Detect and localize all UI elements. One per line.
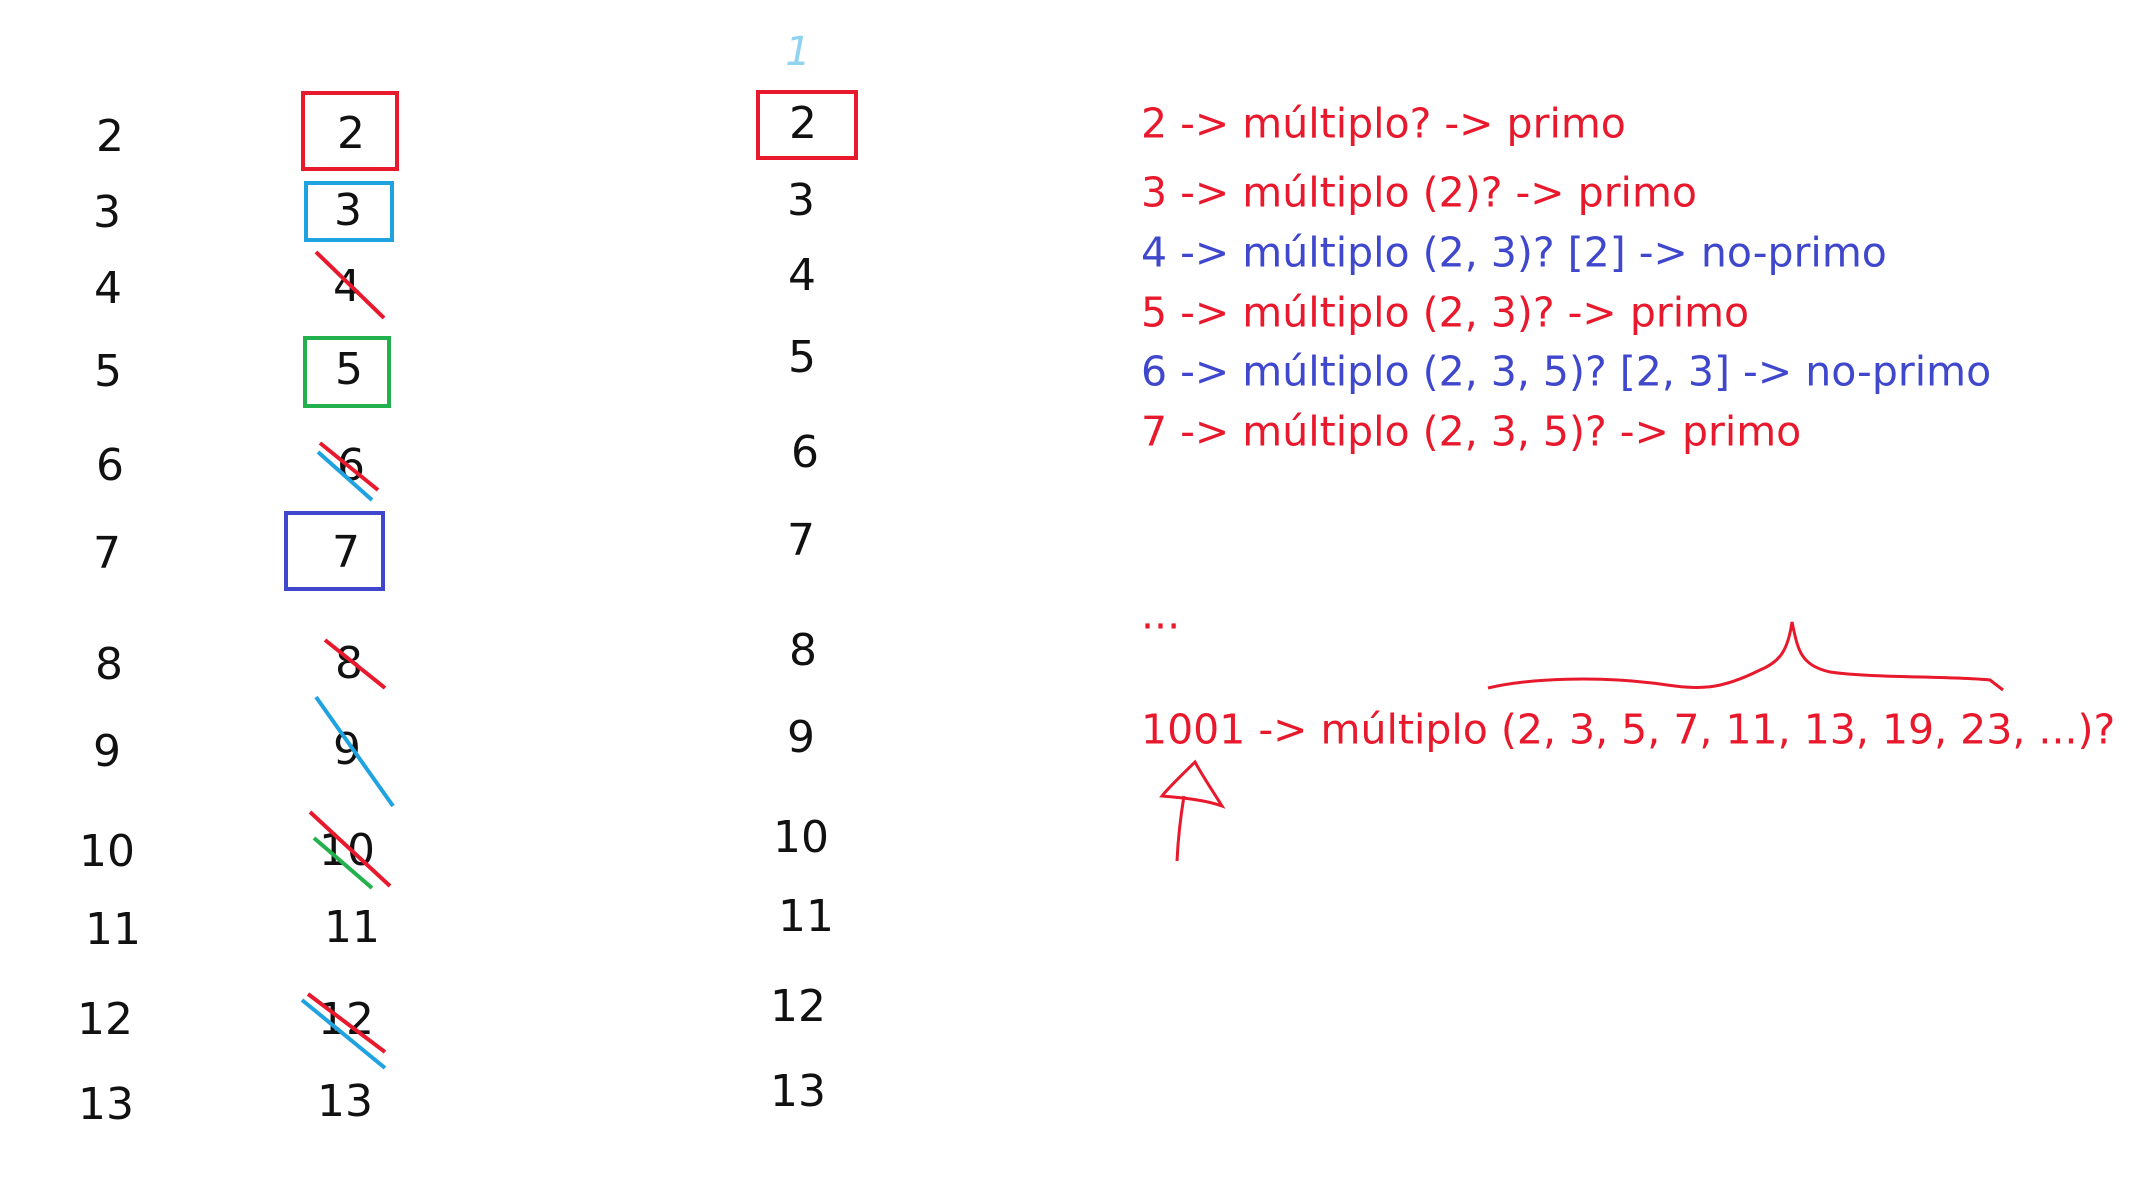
strike-9-cyan <box>314 695 395 808</box>
prime-box-2 <box>301 91 399 171</box>
note-line: 6 -> múltiplo (2, 3, 5)? [2, 3] -> no-pr… <box>1141 347 1992 396</box>
strike-8-red <box>323 638 387 690</box>
col-a-number: 9 <box>93 726 121 777</box>
prime-box-7 <box>284 511 385 591</box>
arrow-head <box>1159 759 1226 809</box>
col-a-number: 11 <box>85 904 141 955</box>
strike-6-cyan <box>316 450 374 502</box>
handwritten-mark: 1 <box>785 29 811 75</box>
col-c-number: 9 <box>787 712 815 763</box>
strike-6-red <box>318 441 380 492</box>
col-b-number: 2 <box>337 108 365 159</box>
col-c-number: 8 <box>789 625 817 676</box>
col-c-number: 6 <box>791 427 819 478</box>
strike-4-red <box>314 250 386 320</box>
col-a-number: 13 <box>78 1079 134 1130</box>
strike-10-green <box>312 836 374 890</box>
col-a-number: 5 <box>94 346 122 397</box>
note-line: 3 -> múltiplo (2)? -> primo <box>1141 168 1697 217</box>
arrow-shaft <box>1175 795 1186 862</box>
prime-box-3 <box>304 181 394 242</box>
prime-box-2-col-c <box>756 90 858 160</box>
col-a-number: 10 <box>79 826 135 877</box>
note-line: 4 -> múltiplo (2, 3)? [2] -> no-primo <box>1141 228 1887 277</box>
col-c-number: 5 <box>788 332 816 383</box>
col-c-number: 7 <box>787 515 815 566</box>
curly-brace <box>1487 621 2004 692</box>
col-c-number: 3 <box>787 175 815 226</box>
col-c-number: 10 <box>773 812 829 863</box>
strike-12-red <box>306 992 387 1054</box>
col-a-number: 6 <box>96 440 124 491</box>
col-c-number: 13 <box>770 1066 826 1117</box>
col-b-number: 3 <box>334 185 362 236</box>
prime-box-5 <box>303 336 391 408</box>
col-b-number: 13 <box>317 1076 373 1127</box>
col-b-number: 11 <box>324 902 380 953</box>
col-b-number: 8 <box>335 638 363 689</box>
col-a-number: 3 <box>93 187 121 238</box>
note-line: 5 -> múltiplo (2, 3)? -> primo <box>1141 288 1750 337</box>
col-a-number: 2 <box>96 111 124 162</box>
col-a-number: 4 <box>94 263 122 314</box>
col-c-number: 2 <box>789 98 817 149</box>
note-line: 2 -> múltiplo? -> primo <box>1141 99 1626 148</box>
col-b-number: 5 <box>335 344 363 395</box>
col-b-number: 7 <box>332 527 360 578</box>
col-c-number: 4 <box>788 250 816 301</box>
strike-10-red <box>308 810 392 888</box>
ellipsis: ... <box>1141 590 1181 639</box>
bottom-note: 1001 -> múltiplo (2, 3, 5, 7, 11, 13, 19… <box>1141 705 2116 754</box>
col-c-number: 12 <box>770 981 826 1032</box>
col-a-number: 8 <box>95 639 123 690</box>
strike-12-cyan <box>300 998 387 1070</box>
col-c-number: 11 <box>778 891 834 942</box>
col-a-number: 12 <box>77 994 133 1045</box>
note-line: 7 -> múltiplo (2, 3, 5)? -> primo <box>1141 407 1802 456</box>
col-b-number: 9 <box>333 724 361 775</box>
col-a-number: 7 <box>93 528 121 579</box>
